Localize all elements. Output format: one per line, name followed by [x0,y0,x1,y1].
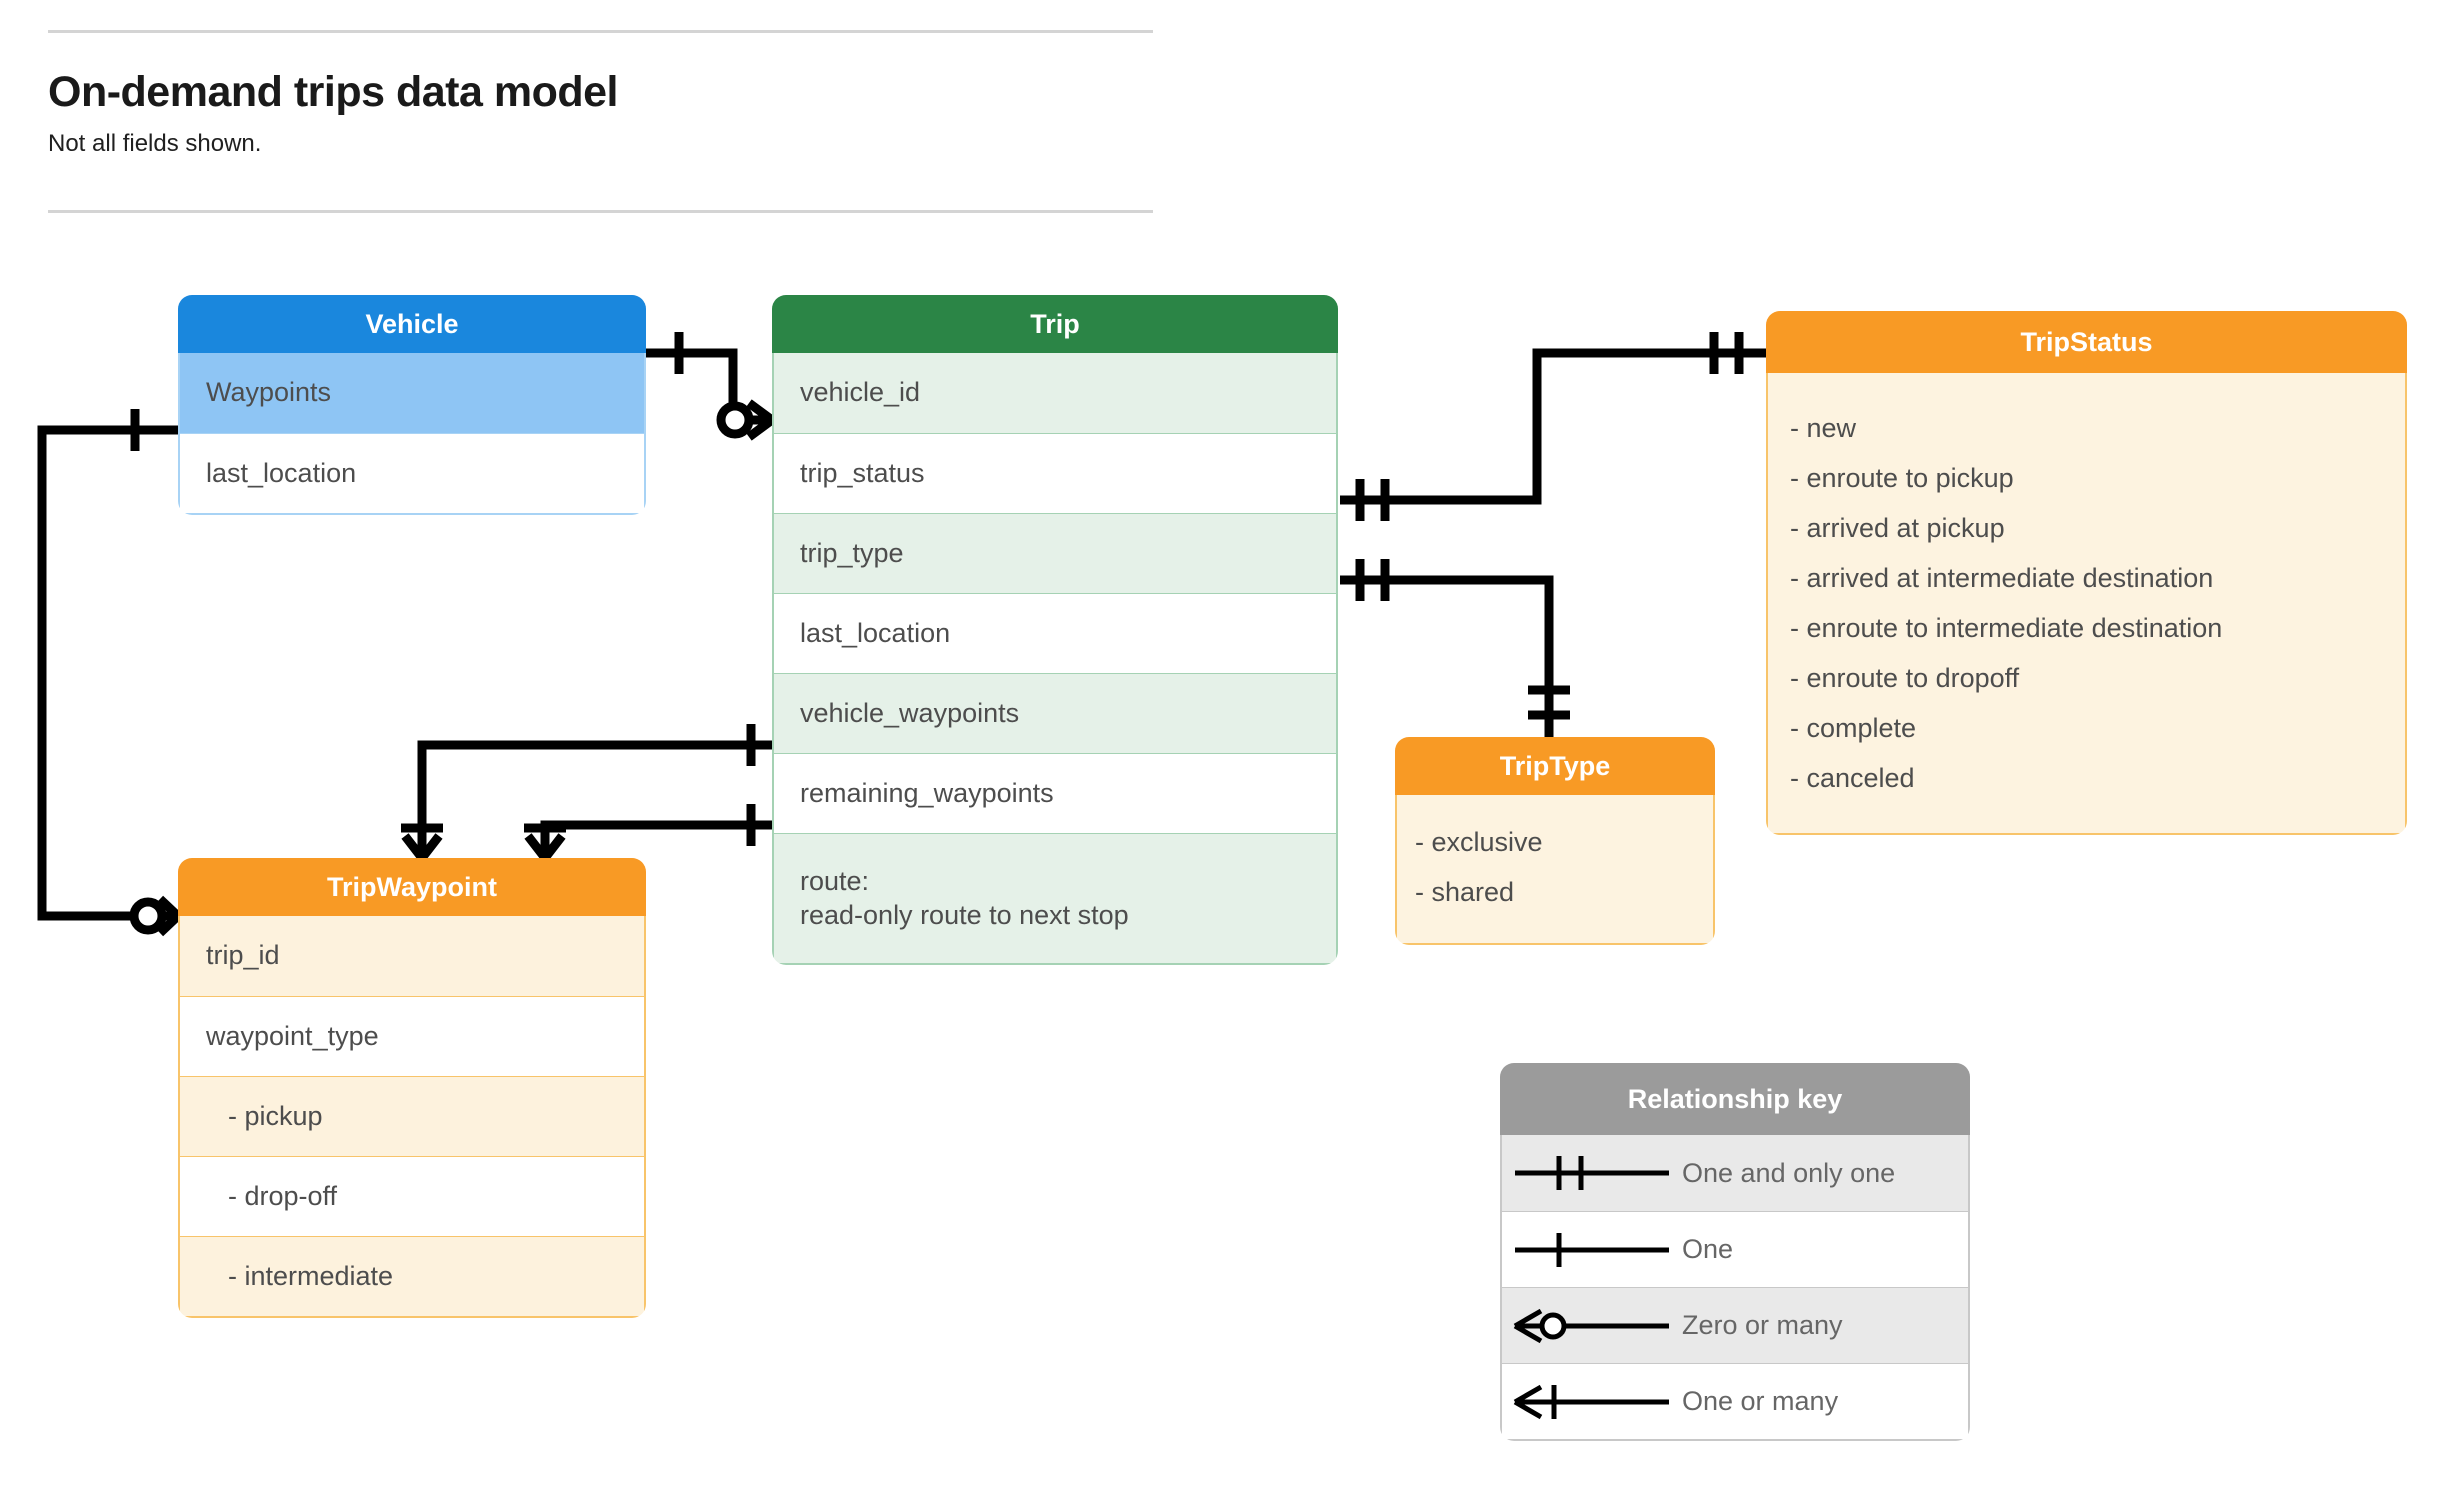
legend-label: One [1682,1234,1734,1264]
one-or-many-icon [1502,1377,1682,1427]
field-row[interactable]: trip_id [180,916,644,996]
field-row[interactable]: trip_status [774,433,1336,513]
field-row[interactable]: last_location [774,593,1336,673]
entity-trip-title: Trip [772,295,1338,353]
entity-triptype-values: - exclusive - shared [1395,795,1715,945]
enum-value: - arrived at pickup [1790,513,2005,543]
field-row[interactable]: vehicle_id [774,353,1336,433]
entity-tripwaypoint-fields: trip_id waypoint_type - pickup - drop-of… [178,916,646,1318]
legend-row-one-and-only-one: One and only one [1502,1135,1968,1211]
entity-trip[interactable]: Trip vehicle_id trip_status trip_type la… [772,295,1338,965]
field-row-route[interactable]: route: read-only route to next stop [774,833,1336,963]
legend-label: Zero or many [1682,1310,1843,1340]
legend-label: One or many [1682,1386,1839,1416]
entity-vehicle-fields: Waypoints last_location [178,353,646,515]
route-description: read-only route to next stop [800,899,1129,930]
legend-row-one-or-many: One or many [1502,1363,1968,1439]
entity-vehicle[interactable]: Vehicle Waypoints last_location [178,295,646,515]
entity-trip-fields: vehicle_id trip_status trip_type last_lo… [772,353,1338,965]
relationship-key-title: Relationship key [1500,1063,1970,1135]
route-label: route: [800,865,870,896]
enum-value: - arrived at intermediate destination [1790,563,2214,593]
page-title: On-demand trips data model [48,68,618,116]
divider-top [48,30,1153,33]
entity-tripstatus-values: - new - enroute to pickup - arrived at p… [1766,373,2407,835]
relationship-key[interactable]: Relationship key One and only one [1500,1063,1970,1441]
legend-label: One and only one [1682,1157,1896,1188]
entity-triptype-title: TripType [1395,737,1715,795]
enum-value: - exclusive [1415,827,1543,857]
enum-value: - enroute to pickup [1790,463,2014,493]
field-row[interactable]: waypoint_type [180,996,644,1076]
field-row[interactable]: trip_type [774,513,1336,593]
relationship-key-rows: One and only one One [1500,1135,1970,1441]
one-icon [1502,1225,1682,1275]
entity-tripwaypoint-title: TripWaypoint [178,858,646,916]
field-row[interactable]: Waypoints [180,353,644,433]
entity-vehicle-title: Vehicle [178,295,646,353]
enum-value: - complete [1790,713,1917,743]
enum-value: - enroute to intermediate destination [1790,613,2223,643]
enum-value-row[interactable]: - drop-off [180,1156,644,1236]
field-row[interactable]: last_location [180,433,644,513]
enum-value-row[interactable]: - intermediate [180,1236,644,1316]
enum-value: - shared [1415,877,1515,907]
entity-tripwaypoint[interactable]: TripWaypoint trip_id waypoint_type - pic… [178,858,646,1318]
enum-value: - canceled [1790,763,1915,793]
field-row[interactable]: vehicle_waypoints [774,673,1336,753]
one-and-only-one-icon [1502,1148,1682,1198]
page-subtitle: Not all fields shown. [48,130,262,157]
enum-value-row[interactable]: - pickup [180,1076,644,1156]
enum-value: - enroute to dropoff [1790,663,2020,693]
enum-value: - new [1790,413,1857,443]
zero-or-many-icon [1502,1301,1682,1351]
entity-tripstatus-title: TripStatus [1766,311,2407,373]
field-row[interactable]: remaining_waypoints [774,753,1336,833]
entity-triptype[interactable]: TripType - exclusive - shared [1395,737,1715,945]
legend-row-zero-or-many: Zero or many [1502,1287,1968,1363]
divider-bottom [48,210,1153,213]
entity-tripstatus[interactable]: TripStatus - new - enroute to pickup - a… [1766,311,2407,835]
legend-row-one: One [1502,1211,1968,1287]
